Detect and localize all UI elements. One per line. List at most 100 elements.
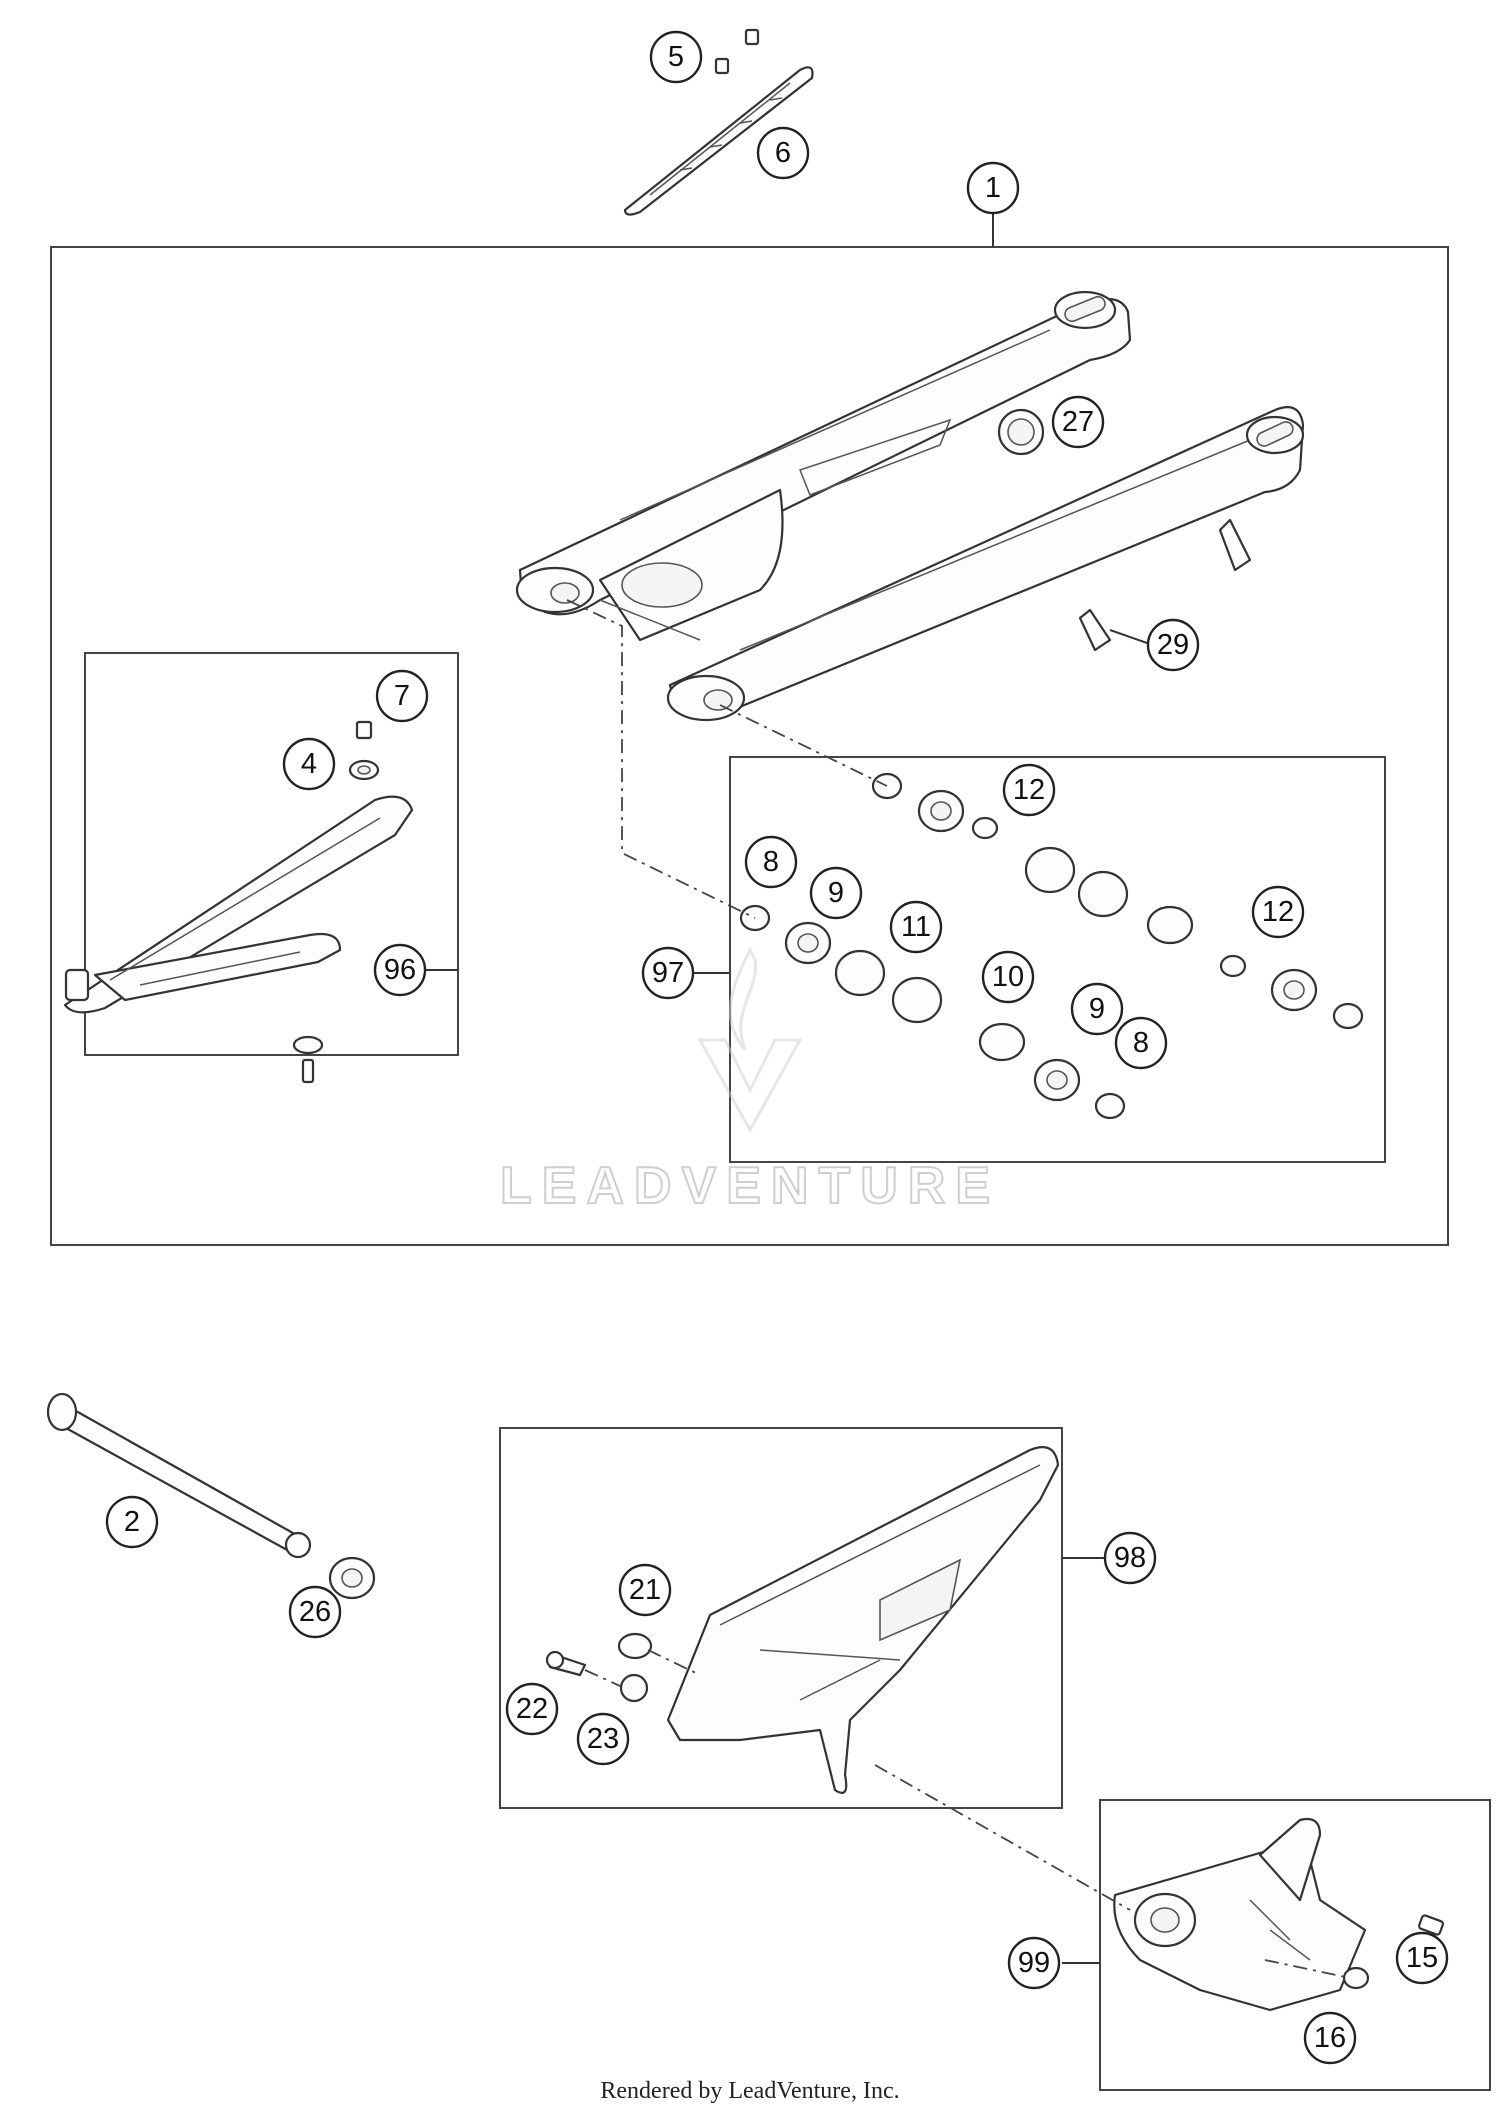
callout-23: 23 <box>576 1712 630 1766</box>
callout-circle <box>105 1495 159 1549</box>
callout-label: 9 <box>828 877 844 909</box>
callout-8: 8 <box>1114 1016 1168 1070</box>
callout-label: 12 <box>1013 774 1045 806</box>
callout-circle <box>981 950 1035 1004</box>
callout-label: 7 <box>394 680 410 712</box>
callout-label: 9 <box>1089 993 1105 1025</box>
callout-circle <box>809 866 863 920</box>
assembly-box-97 <box>729 756 1386 1163</box>
callout-4: 4 <box>282 737 336 791</box>
spacer-21 <box>617 1632 653 1660</box>
callout-label: 99 <box>1018 1947 1050 1979</box>
assembly-lines <box>566 599 1351 1979</box>
callout-circle <box>1051 395 1105 449</box>
callout-circle <box>1002 763 1056 817</box>
callout-circle <box>756 126 810 180</box>
callout-circle <box>641 946 695 1000</box>
callout-label: 2 <box>124 1506 140 1538</box>
callout-circle <box>1146 618 1200 672</box>
callout-circle <box>1251 885 1305 939</box>
callout-10: 10 <box>981 950 1035 1004</box>
screw-5 <box>714 28 760 75</box>
callout-9: 9 <box>1070 982 1124 1036</box>
callout-circle <box>1103 1531 1157 1585</box>
watermark: LEADVENTURE <box>500 1157 1000 1215</box>
assembly-box-98 <box>499 1427 1063 1809</box>
swingarm-part <box>515 290 1305 722</box>
callout-16: 16 <box>1303 2011 1357 2065</box>
callout-label: 26 <box>299 1596 331 1628</box>
callout-label: 11 <box>901 911 931 943</box>
callout-98: 98 <box>1103 1531 1157 1585</box>
callout-circle <box>373 943 427 997</box>
callout-circle <box>1395 1931 1449 1985</box>
callout-circle <box>649 30 703 84</box>
screw-15 <box>1418 1914 1444 1936</box>
callout-label: 1 <box>985 172 1001 204</box>
callout-27: 27 <box>1051 395 1105 449</box>
callout-label: 23 <box>587 1723 619 1755</box>
callout-circle <box>375 669 429 723</box>
callout-circle <box>1114 1016 1168 1070</box>
callout-2: 2 <box>105 1495 159 1549</box>
callout-96: 96 <box>373 943 427 997</box>
callout-5: 5 <box>649 30 703 84</box>
callout-12: 12 <box>1002 763 1056 817</box>
callout-circle <box>282 737 336 791</box>
callout-circle <box>889 900 943 954</box>
footer-credit: Rendered by LeadVenture, Inc. <box>600 2078 899 2104</box>
callout-label: 22 <box>516 1693 548 1725</box>
washer-23 <box>619 1673 649 1703</box>
callout-label: 12 <box>1262 896 1294 928</box>
callout-circle <box>576 1712 630 1766</box>
callout-9: 9 <box>809 866 863 920</box>
callout-1: 1 <box>966 161 1020 215</box>
callout-15: 15 <box>1395 1931 1449 1985</box>
callout-6: 6 <box>756 126 810 180</box>
washer-4 <box>348 759 380 781</box>
callout-8: 8 <box>744 835 798 889</box>
callout-circle <box>744 835 798 889</box>
callout-22: 22 <box>505 1682 559 1736</box>
assembly-box-99 <box>1099 1799 1491 2091</box>
callout-11: 11 <box>889 900 943 954</box>
callout-97: 97 <box>641 946 695 1000</box>
screw-7 <box>355 720 373 740</box>
callout-26: 26 <box>288 1585 342 1639</box>
chain-guard-part <box>666 1446 1060 1794</box>
pivot-axle-part <box>46 1392 312 1559</box>
chain-guide-bracket-part <box>1113 1817 1367 2012</box>
callout-circle <box>1007 1936 1061 1990</box>
callout-label: 4 <box>301 748 317 780</box>
callout-circle <box>966 161 1020 215</box>
assembly-box-swingarm <box>50 246 1449 1246</box>
bearing-kit-part <box>739 772 1364 1120</box>
callout-label: 10 <box>992 961 1024 993</box>
callout-label: 96 <box>384 954 416 986</box>
callout-circle <box>1303 2011 1357 2065</box>
callout-label: 98 <box>1114 1542 1146 1574</box>
callout-12: 12 <box>1251 885 1305 939</box>
chain-slider-part <box>623 66 814 216</box>
callout-label: 15 <box>1406 1942 1438 1974</box>
callout-29: 29 <box>1146 618 1200 672</box>
callout-circle <box>618 1563 672 1617</box>
bottom-screw <box>292 1035 324 1084</box>
callout-label: 97 <box>652 957 684 989</box>
callout-label: 27 <box>1062 406 1094 438</box>
callout-label: 16 <box>1314 2022 1346 2054</box>
callout-circle <box>505 1682 559 1736</box>
callout-label: 8 <box>763 846 779 878</box>
callout-label: 5 <box>668 41 684 73</box>
bushing-27 <box>997 408 1045 456</box>
callout-circle <box>1070 982 1124 1036</box>
callout-21: 21 <box>618 1563 672 1617</box>
callout-label: 6 <box>775 137 791 169</box>
screw-16 <box>1342 1966 1370 1990</box>
callout-99: 99 <box>1007 1936 1061 1990</box>
callout-7: 7 <box>375 669 429 723</box>
assembly-box-96 <box>84 652 459 1056</box>
chain-guide-arm-part <box>63 795 414 1014</box>
